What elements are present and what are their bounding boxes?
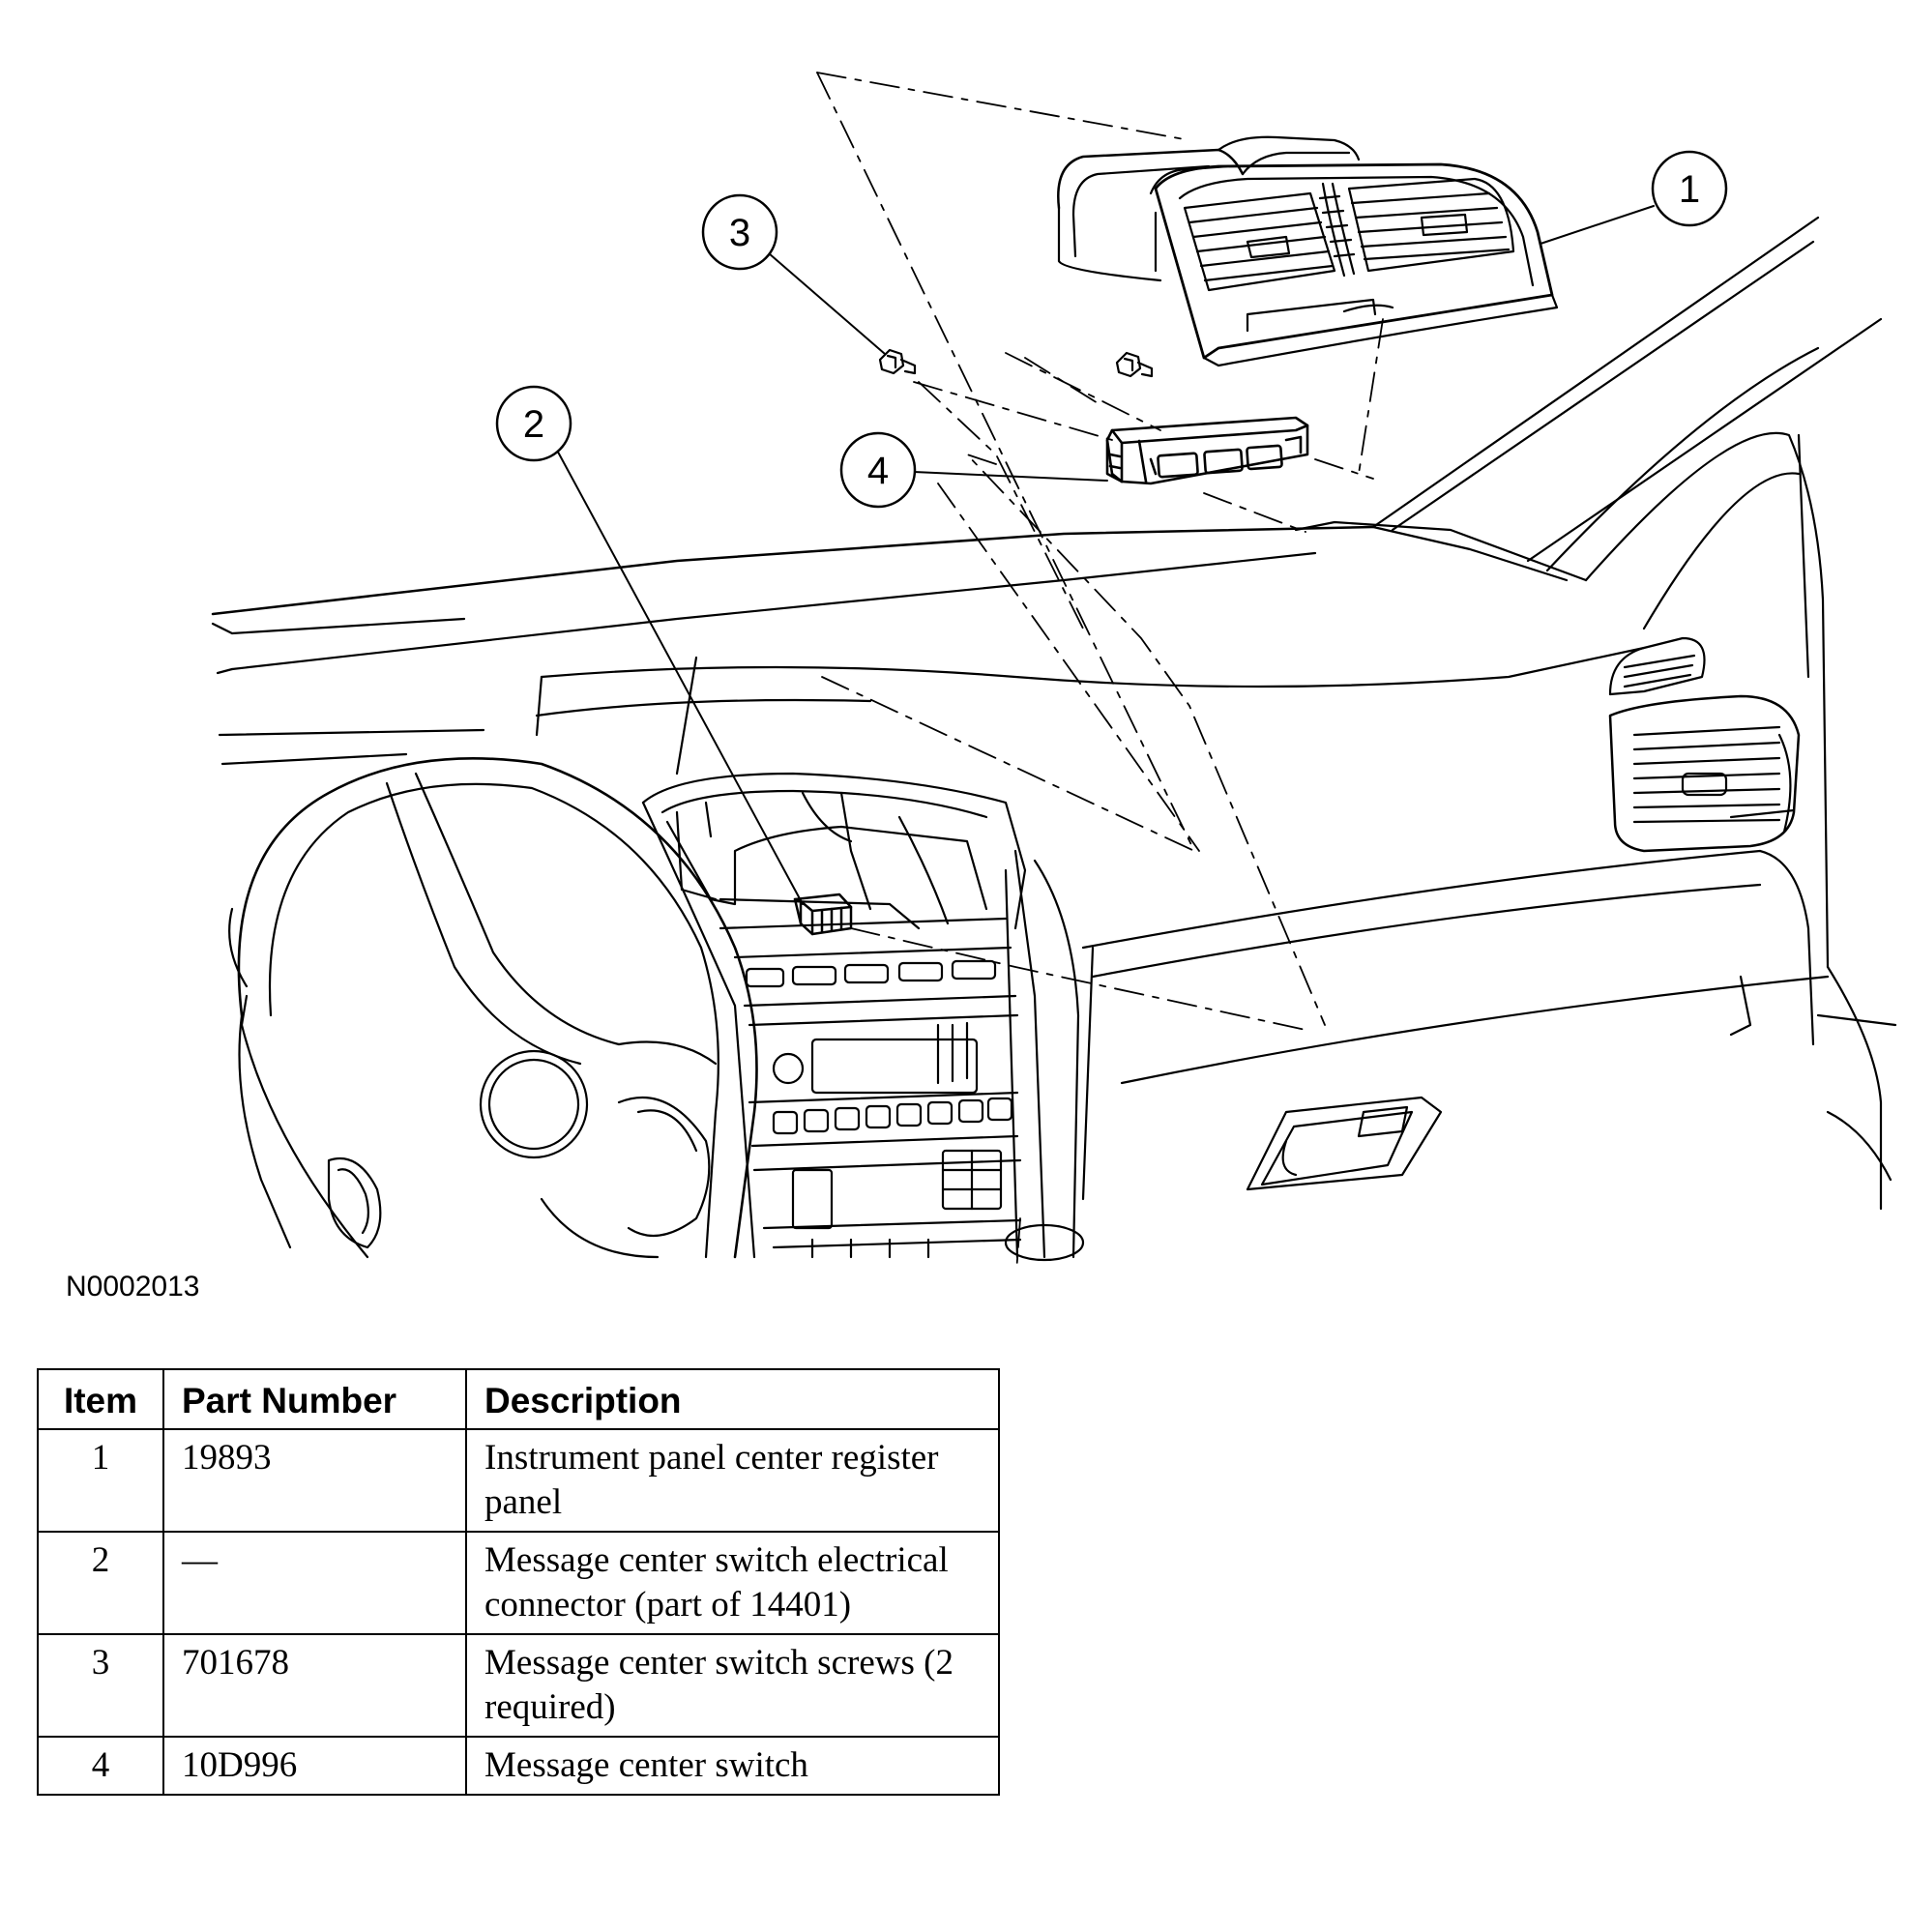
- row-item: 4: [37, 1736, 164, 1796]
- alignment-lines: [816, 72, 1384, 1267]
- row-item: 2: [37, 1531, 164, 1635]
- row-part-number: 19893: [162, 1428, 467, 1533]
- table-row: 2 — Message center switch electrical con…: [37, 1531, 1000, 1635]
- row-description: Message center switch screws (2 required…: [465, 1633, 1000, 1738]
- row-item: 3: [37, 1633, 164, 1738]
- dashboard-exploded-illustration: 1 2 3 4: [211, 72, 1897, 1267]
- callout-3: 3: [701, 193, 778, 271]
- table-row: 4 10D996 Message center switch: [37, 1736, 1000, 1796]
- table-row: 1 19893 Instrument panel center register…: [37, 1428, 1000, 1533]
- callout-2-label: 2: [523, 403, 544, 446]
- table-header-row: Item Part Number Description: [37, 1368, 1000, 1430]
- callout-4-label: 4: [867, 450, 889, 492]
- instrument-panel: [211, 216, 1897, 1259]
- row-item: 1: [37, 1428, 164, 1533]
- row-description: Message center switch: [465, 1736, 1000, 1796]
- row-part-number: —: [162, 1531, 467, 1635]
- row-part-number: 10D996: [162, 1736, 467, 1796]
- figure-id: N0002013: [66, 1271, 200, 1303]
- parts-table: Item Part Number Description 1 19893 Ins…: [37, 1368, 1000, 1796]
- callout-3-label: 3: [729, 212, 750, 254]
- callout-leaders: [553, 205, 1655, 905]
- center-register-panel: [1057, 135, 1559, 367]
- callout-2: 2: [495, 385, 572, 462]
- row-part-number: 701678: [162, 1633, 467, 1738]
- row-description: Instrument panel center register panel: [465, 1428, 1000, 1533]
- callout-1-label: 1: [1679, 168, 1700, 211]
- radio-buttons-row-2: [772, 1097, 1013, 1135]
- header-item: Item: [37, 1368, 164, 1430]
- steering-wheel: [237, 757, 758, 1259]
- switch-screws: [878, 348, 1154, 378]
- message-center-switch-connector: [793, 893, 853, 936]
- callout-4: 4: [839, 431, 917, 509]
- header-description: Description: [465, 1368, 1000, 1430]
- radio-buttons-row-1: [745, 959, 997, 988]
- center-stack: [641, 772, 1085, 1262]
- callout-1: 1: [1651, 150, 1728, 227]
- row-description: Message center switch electrical connect…: [465, 1531, 1000, 1635]
- message-center-switch: [1105, 416, 1309, 485]
- header-part-number: Part Number: [162, 1368, 467, 1430]
- table-row: 3 701678 Message center switch screws (2…: [37, 1633, 1000, 1738]
